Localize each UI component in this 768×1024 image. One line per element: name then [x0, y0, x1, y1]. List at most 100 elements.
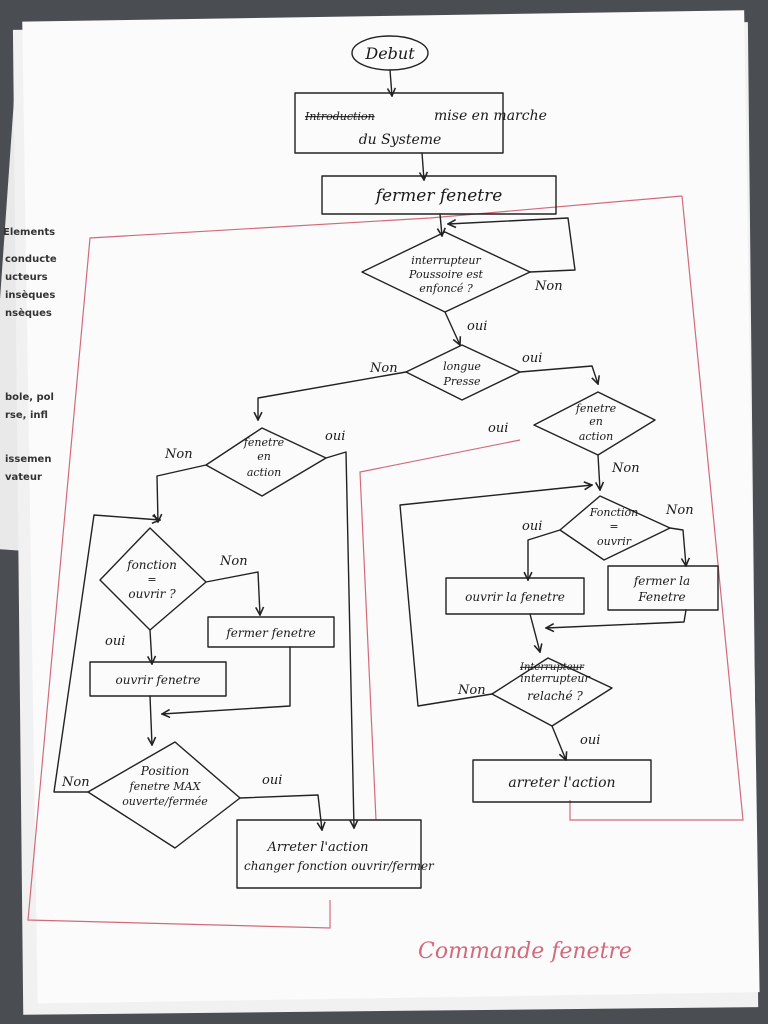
process-label: fermer la — [633, 574, 690, 588]
edge-label-non: Non — [534, 279, 563, 294]
decision-label: fonction — [126, 558, 177, 572]
main-page — [22, 10, 760, 1004]
decision-label: relaché ? — [527, 689, 583, 703]
edge-label-oui: oui — [522, 351, 542, 366]
process-label: ouvrir fenetre — [116, 673, 201, 687]
connector-loop — [53, 514, 160, 793]
decision-long-press — [405, 344, 521, 401]
process-label: arreter l'action — [508, 775, 615, 791]
edge-label-oui: oui — [262, 773, 282, 788]
decision-label: Poussoire est — [408, 268, 484, 281]
connector — [258, 371, 407, 420]
connector — [669, 527, 686, 566]
connector-loop — [448, 217, 576, 273]
process-close-window-left — [207, 616, 335, 648]
decision-position-max — [87, 741, 241, 849]
decision-label: interrupteur — [520, 672, 590, 685]
struck-text: Interrupteur — [519, 662, 585, 673]
process-open-window-left — [89, 661, 227, 697]
process-stop-left — [236, 819, 422, 889]
decision-label: ouvrir ? — [128, 587, 176, 601]
decision-label: fenetre — [575, 402, 617, 415]
decision-label: enfoncé ? — [419, 282, 473, 295]
process-close-window — [321, 175, 557, 215]
side-text: nsèques — [5, 307, 52, 319]
connector — [528, 529, 561, 580]
side-text: rse, infl — [5, 410, 48, 421]
connector-loop — [399, 485, 592, 707]
connector — [440, 213, 442, 236]
process-stop-right — [472, 759, 652, 803]
process-label: fermer fenetre — [225, 626, 315, 640]
connector — [157, 464, 207, 522]
connector — [519, 365, 598, 384]
side-text: insèques — [5, 289, 55, 301]
edge-label-non: Non — [457, 683, 486, 698]
struck-text: Introduction — [304, 110, 375, 123]
connector — [150, 695, 152, 745]
red-frame-outer-right — [569, 195, 744, 821]
process-label: Arreter l'action — [266, 840, 368, 855]
connector — [390, 69, 392, 96]
connector — [444, 311, 460, 345]
connector — [205, 571, 260, 615]
edge-label-oui: oui — [488, 421, 508, 436]
side-text: Elements — [3, 227, 55, 238]
process-label: mise en marche — [434, 108, 547, 124]
red-frame-inner — [359, 439, 521, 821]
process-open-window-right — [445, 577, 585, 615]
decision-label: Presse — [443, 375, 481, 388]
process-startup — [294, 92, 504, 154]
process-label: changer fonction ouvrir/fermer — [244, 859, 435, 873]
connector — [546, 609, 687, 628]
connector — [150, 629, 152, 664]
decision-label: Position — [140, 764, 189, 778]
connector — [239, 794, 322, 830]
side-text: ucteurs — [5, 272, 48, 283]
process-close-window-right — [607, 565, 719, 611]
side-text: conducte — [5, 254, 57, 265]
side-sheet-text: Elements conducte ucteurs insèques nsèqu… — [3, 227, 57, 483]
edge-label-non: Non — [665, 503, 694, 518]
side-text: vateur — [5, 472, 42, 483]
decision-label: action — [247, 466, 281, 479]
decision-label: fenetre — [243, 436, 285, 449]
decision-label: interrupteur — [411, 254, 481, 267]
edge-label-oui: oui — [580, 733, 600, 748]
process-label: fermer fenetre — [374, 186, 503, 206]
decision-label: longue — [443, 360, 481, 373]
process-label: du Systeme — [359, 132, 442, 148]
side-text: bole, pol — [5, 392, 54, 403]
edge-label-oui: oui — [325, 429, 345, 444]
connector — [529, 613, 540, 652]
decision-label: action — [579, 430, 613, 443]
decision-label: fenetre MAX — [129, 780, 202, 793]
connector — [162, 646, 291, 714]
decision-label: = — [147, 573, 156, 586]
decision-label: en — [257, 450, 271, 463]
decision-function-open-right — [559, 495, 671, 561]
decision-label: ouverte/fermée — [122, 795, 208, 808]
edge-label-non: Non — [164, 447, 193, 462]
caption: Commande fenetre — [418, 939, 632, 964]
decision-label: en — [589, 415, 603, 428]
decision-label: = — [609, 520, 618, 533]
edge-label-oui: oui — [105, 634, 125, 649]
decision-label: Fonction — [589, 506, 639, 519]
start-label: Debut — [364, 44, 415, 63]
connector — [325, 451, 354, 828]
side-text: issemen — [5, 454, 51, 465]
decision-label: ouvrir — [597, 535, 632, 548]
edge-label-non: Non — [219, 554, 248, 569]
edge-label-oui: oui — [522, 519, 542, 534]
edge-label-non: Non — [61, 775, 90, 790]
connector — [551, 725, 566, 760]
decision-window-moving-left — [205, 427, 327, 497]
process-label: ouvrir la fenetre — [465, 590, 565, 604]
connector — [598, 454, 600, 490]
edge-label-non: Non — [369, 361, 398, 376]
process-label: Fenetre — [637, 590, 685, 604]
edge-label-oui: oui — [467, 319, 487, 334]
